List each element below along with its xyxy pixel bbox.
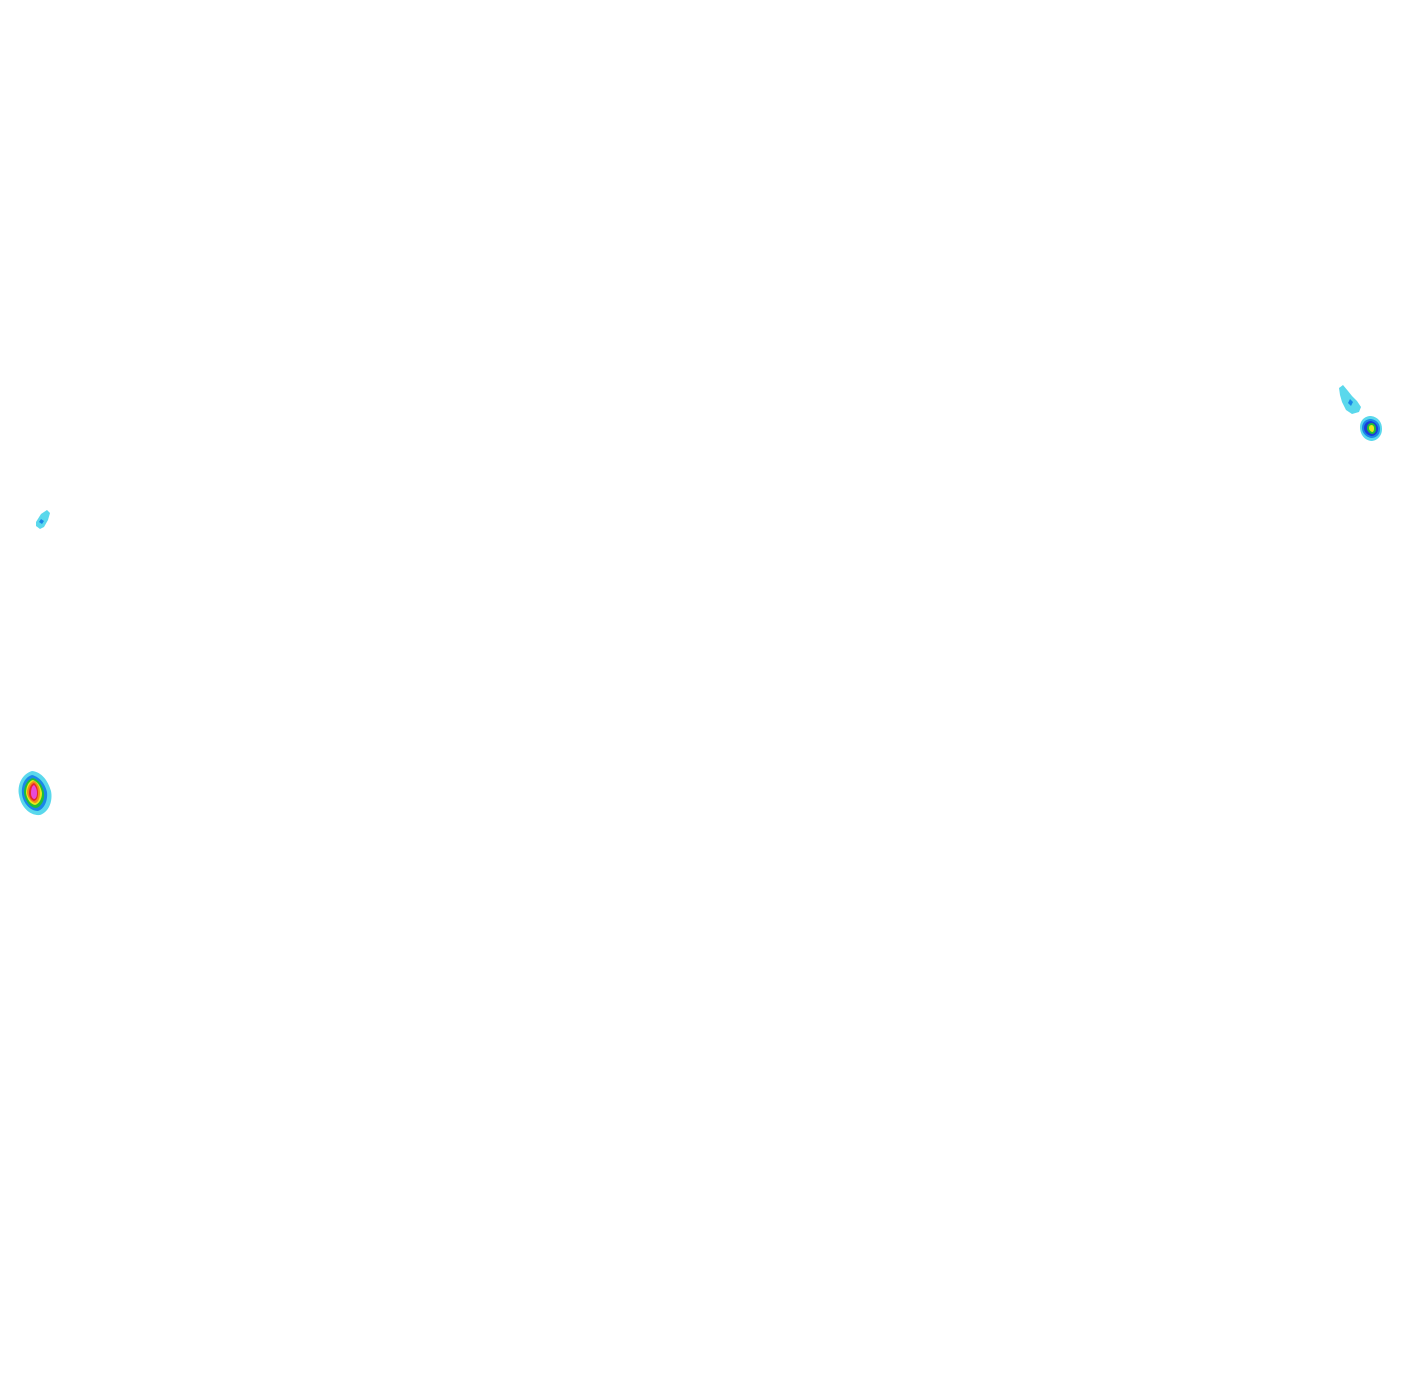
echo-southwest-level-8 <box>31 785 37 799</box>
echo-west-small-level-1 <box>36 510 50 529</box>
echo-east-north <box>1339 385 1361 414</box>
echo-east-south-level-5 <box>1369 425 1374 432</box>
echo-southwest-strong <box>18 771 52 816</box>
echo-west-small <box>36 510 50 529</box>
echo-east-south <box>1360 416 1382 441</box>
echo-east-north-level-2 <box>1348 399 1353 406</box>
echo-west-small-level-2 <box>39 519 44 524</box>
